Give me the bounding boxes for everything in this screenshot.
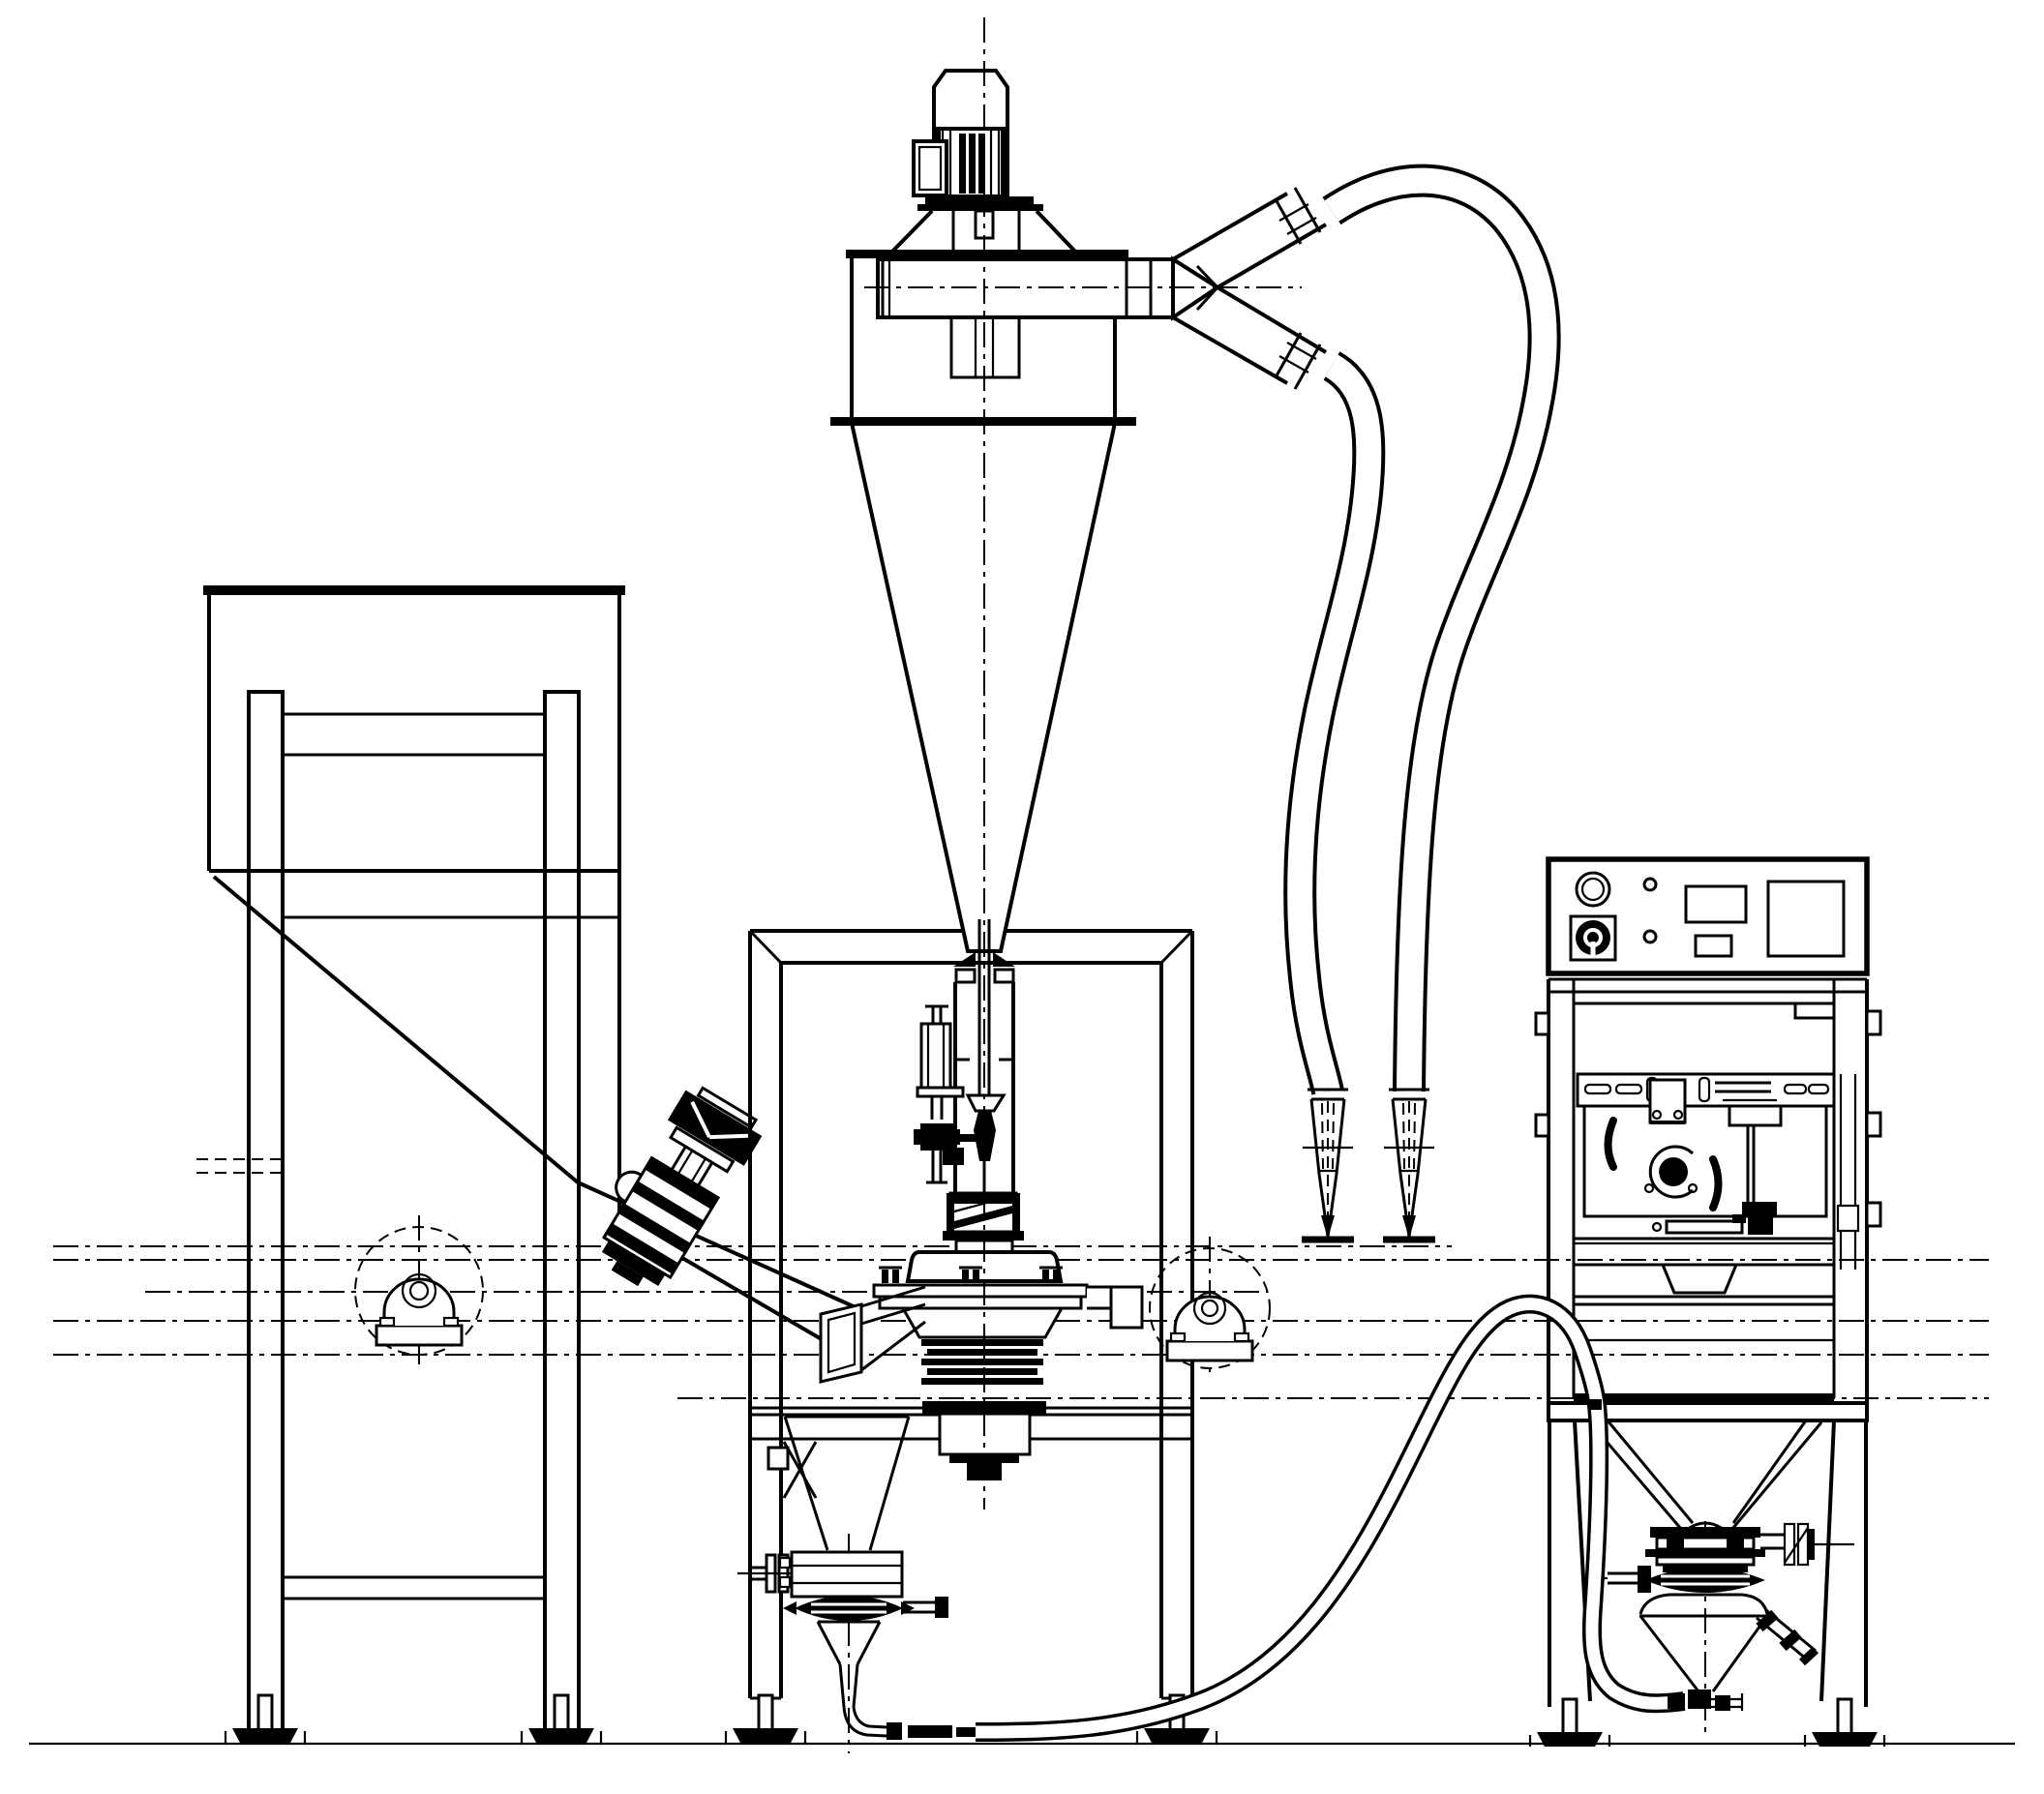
display-window-large bbox=[1766, 880, 1846, 958]
gun-bracket bbox=[1648, 1078, 1687, 1124]
indicator-lamp bbox=[1575, 871, 1611, 908]
table-top bbox=[1547, 1401, 1869, 1422]
rod-block bbox=[1728, 1104, 1783, 1127]
hose-fitting bbox=[1668, 1693, 1685, 1709]
slot-arc bbox=[1709, 1155, 1723, 1211]
slotted-rail bbox=[1576, 1072, 1836, 1108]
angled-discharge-pipe bbox=[1756, 1608, 1819, 1666]
hinge bbox=[1534, 1011, 1550, 1036]
hopper-slope bbox=[212, 875, 580, 1184]
display-window bbox=[1694, 934, 1733, 958]
valve-discharge bbox=[816, 1620, 976, 1740]
hinge bbox=[1865, 1201, 1882, 1228]
cone-outlet-elbow bbox=[1688, 1689, 1711, 1709]
leveling-foot bbox=[724, 1693, 807, 1745]
collecting-funnel bbox=[783, 1415, 911, 1551]
control-panel bbox=[1546, 856, 1870, 981]
slot-arc bbox=[1604, 1117, 1617, 1171]
pillow-block-bearing-right bbox=[1149, 1247, 1271, 1369]
hose-coupling bbox=[1274, 198, 1303, 245]
y-branch-upper bbox=[1172, 187, 1328, 289]
spray-lance-left bbox=[1302, 1090, 1354, 1240]
display-window bbox=[1684, 884, 1748, 924]
vibratory-sieve bbox=[1592, 1521, 1854, 1593]
pilot-light bbox=[1642, 877, 1658, 892]
valve-rotor bbox=[795, 1596, 903, 1621]
injector-center bbox=[965, 1093, 1007, 1193]
feed-hopper-unit bbox=[203, 585, 858, 1745]
mill-internals bbox=[737, 919, 1271, 1740]
main-rotary-switch bbox=[1569, 914, 1617, 962]
leveling-foot bbox=[224, 1693, 307, 1745]
process-chamber bbox=[1582, 1078, 1828, 1235]
transfer-hose bbox=[975, 1294, 1686, 1742]
chamber-dome bbox=[905, 1250, 1064, 1283]
chamber-bottom bbox=[900, 1306, 1065, 1339]
spray-lance-right bbox=[1383, 1090, 1435, 1240]
centerlines bbox=[53, 1158, 1989, 1753]
cone-tip bbox=[953, 952, 976, 967]
hinge bbox=[1534, 1113, 1550, 1138]
stand-funnel bbox=[1606, 1420, 1695, 1524]
discharge-chute bbox=[819, 1285, 926, 1384]
flange-bolts bbox=[879, 1266, 1063, 1283]
hose-clamp bbox=[1588, 1399, 1602, 1410]
mill-unit bbox=[724, 17, 1328, 1745]
drive-motor bbox=[888, 69, 1079, 255]
coating-machine bbox=[1528, 856, 1886, 1749]
hinge bbox=[1865, 1009, 1882, 1036]
hose-lower bbox=[1283, 351, 1386, 1095]
inclined-feeder bbox=[601, 1086, 763, 1287]
hopper-stand bbox=[247, 690, 581, 1737]
discharge-cone bbox=[1638, 1593, 1769, 1711]
hose-coupling bbox=[1274, 332, 1303, 378]
pilot-light bbox=[1642, 929, 1658, 944]
leveling-foot bbox=[1803, 1697, 1886, 1749]
outlet-bracket bbox=[1087, 1285, 1144, 1330]
drawer-front bbox=[1661, 1264, 1738, 1295]
cyclone-top-plate bbox=[846, 250, 1128, 258]
y-branch-lower bbox=[1172, 285, 1328, 390]
hopper-top-rim bbox=[203, 585, 625, 595]
rotary-valve bbox=[737, 1550, 948, 1621]
outlet-duct bbox=[864, 255, 1302, 321]
base-plate bbox=[1665, 1219, 1744, 1235]
hose-upper bbox=[1322, 164, 1561, 1092]
motor-base bbox=[925, 196, 1034, 204]
cabinet-body bbox=[1534, 979, 1882, 1403]
leveling-foot bbox=[1528, 1697, 1611, 1749]
dosing-valve-left bbox=[914, 1004, 984, 1184]
bellows bbox=[921, 1339, 1043, 1385]
pillow-block-bearing-left bbox=[354, 1226, 484, 1356]
leveling-foot bbox=[520, 1693, 603, 1745]
hinge bbox=[1865, 1111, 1882, 1138]
turntable-hub bbox=[1659, 1157, 1688, 1186]
drive-coupling bbox=[1783, 1522, 1796, 1567]
cabinet-lower bbox=[1547, 1237, 1869, 1422]
motor-gusset bbox=[1035, 209, 1079, 255]
flange-ring bbox=[872, 1283, 1089, 1299]
vibrator-body bbox=[1645, 1568, 1765, 1593]
motor-gusset bbox=[888, 209, 934, 255]
motor-cap bbox=[932, 69, 1009, 131]
